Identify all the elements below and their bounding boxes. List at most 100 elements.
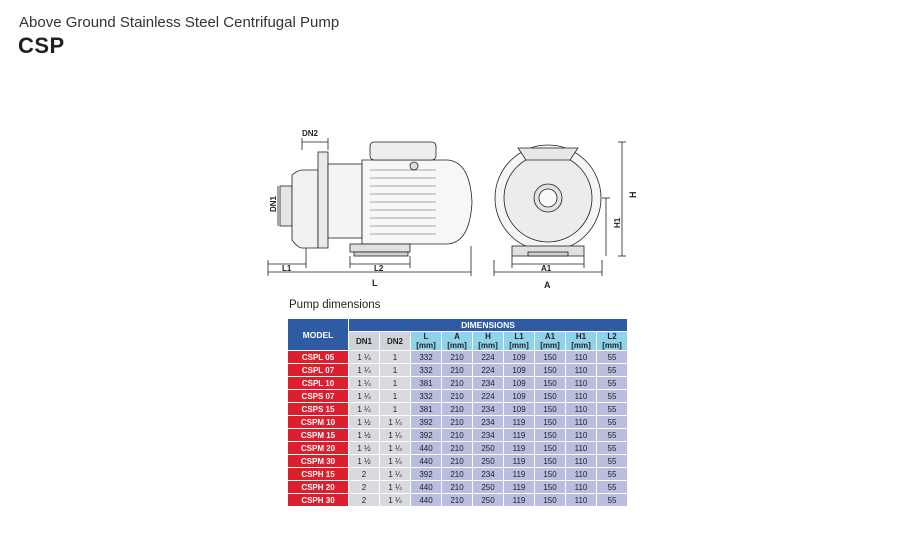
table-cell: 1 ¼ bbox=[379, 454, 411, 468]
a1-label: A1 bbox=[541, 264, 552, 273]
model-cell: CSPL 05 bbox=[287, 350, 349, 364]
table-cell: 332 bbox=[410, 363, 442, 377]
table-cell: 150 bbox=[534, 454, 566, 468]
table-cell: 392 bbox=[410, 415, 442, 429]
column-header-unit: [mm] bbox=[509, 341, 529, 350]
column-header-label: DN1 bbox=[355, 336, 372, 346]
table-cell: 210 bbox=[441, 402, 473, 416]
table-cell: 1 bbox=[379, 376, 411, 390]
table-cell: 110 bbox=[565, 376, 597, 390]
h1-label: H1 bbox=[613, 217, 622, 228]
table-cell: 1 ¼ bbox=[379, 415, 411, 429]
column-header: L[mm] bbox=[410, 331, 442, 351]
table-cell: 150 bbox=[534, 415, 566, 429]
table-cell: 1 ½ bbox=[348, 454, 380, 468]
a-label: A bbox=[544, 280, 551, 290]
column-header-unit: [mm] bbox=[478, 341, 498, 350]
table-cell: 2 bbox=[348, 493, 380, 507]
table-cell: 55 bbox=[596, 480, 628, 494]
table-cell: 110 bbox=[565, 493, 597, 507]
table-cell: 210 bbox=[441, 480, 473, 494]
table-cell: 110 bbox=[565, 467, 597, 481]
table-cell: 1 ½ bbox=[348, 428, 380, 442]
section-label: Pump dimensions bbox=[289, 299, 381, 311]
table-cell: 109 bbox=[503, 389, 535, 403]
table-cell: 150 bbox=[534, 389, 566, 403]
table-cell: 440 bbox=[410, 441, 442, 455]
product-subtitle: Above Ground Stainless Steel Centrifugal… bbox=[19, 14, 340, 31]
column-header-unit: [mm] bbox=[540, 341, 560, 350]
table-cell: 55 bbox=[596, 376, 628, 390]
table-cell: 55 bbox=[596, 402, 628, 416]
column-header: DN1 bbox=[348, 331, 380, 351]
table-cell: 381 bbox=[410, 376, 442, 390]
column-header: H1[mm] bbox=[565, 331, 597, 351]
table-cell: 234 bbox=[472, 402, 504, 416]
table-cell: 250 bbox=[472, 441, 504, 455]
table-cell: 119 bbox=[503, 467, 535, 481]
l-label: L bbox=[372, 278, 378, 288]
table-cell: 1 ¼ bbox=[348, 376, 380, 390]
table-cell: 109 bbox=[503, 402, 535, 416]
table-cell: 1 bbox=[379, 389, 411, 403]
model-cell: CSPM 10 bbox=[287, 415, 349, 429]
model-cell: CSPM 30 bbox=[287, 454, 349, 468]
table-cell: 250 bbox=[472, 480, 504, 494]
table-cell: 210 bbox=[441, 376, 473, 390]
column-header: L2[mm] bbox=[596, 331, 628, 351]
table-cell: 1 ¼ bbox=[379, 480, 411, 494]
pump-front-view bbox=[493, 141, 626, 276]
table-cell: 250 bbox=[472, 493, 504, 507]
table-cell: 109 bbox=[503, 376, 535, 390]
table-cell: 210 bbox=[441, 428, 473, 442]
table-cell: 234 bbox=[472, 415, 504, 429]
pump-dimension-drawing: DN2 DN1 L1 L2 L A1 A H H1 bbox=[267, 129, 638, 290]
column-header-label: L bbox=[423, 332, 429, 341]
table-cell: 150 bbox=[534, 402, 566, 416]
table-cell: 110 bbox=[565, 415, 597, 429]
column-header-label: H bbox=[485, 332, 491, 341]
table-cell: 55 bbox=[596, 454, 628, 468]
table-cell: 1 bbox=[379, 363, 411, 377]
table-cell: 210 bbox=[441, 350, 473, 364]
table-cell: 1 bbox=[379, 402, 411, 416]
table-cell: 332 bbox=[410, 350, 442, 364]
model-cell: CSPL 07 bbox=[287, 363, 349, 377]
column-header-label: L1 bbox=[514, 332, 524, 341]
h-label: H bbox=[628, 192, 638, 199]
table-cell: 1 ¼ bbox=[348, 350, 380, 364]
table-cell: 150 bbox=[534, 467, 566, 481]
dn1-label: DN1 bbox=[269, 195, 278, 212]
column-header: H[mm] bbox=[472, 331, 504, 351]
table-cell: 2 bbox=[348, 467, 380, 481]
table-cell: 1 ¼ bbox=[379, 428, 411, 442]
column-header-label: H1 bbox=[575, 332, 587, 341]
dn2-label: DN2 bbox=[302, 129, 319, 138]
table-cell: 250 bbox=[472, 454, 504, 468]
column-header: DN2 bbox=[379, 331, 411, 351]
table-cell: 2 bbox=[348, 480, 380, 494]
table-cell: 210 bbox=[441, 415, 473, 429]
table-cell: 1 ½ bbox=[348, 415, 380, 429]
table-cell: 119 bbox=[503, 428, 535, 442]
column-header-label: L2 bbox=[607, 332, 617, 341]
table-cell: 110 bbox=[565, 480, 597, 494]
table-cell: 392 bbox=[410, 467, 442, 481]
model-cell: CSPS 15 bbox=[287, 402, 349, 416]
table-cell: 119 bbox=[503, 441, 535, 455]
table-cell: 1 ¼ bbox=[379, 441, 411, 455]
table-cell: 224 bbox=[472, 363, 504, 377]
table-cell: 210 bbox=[441, 363, 473, 377]
